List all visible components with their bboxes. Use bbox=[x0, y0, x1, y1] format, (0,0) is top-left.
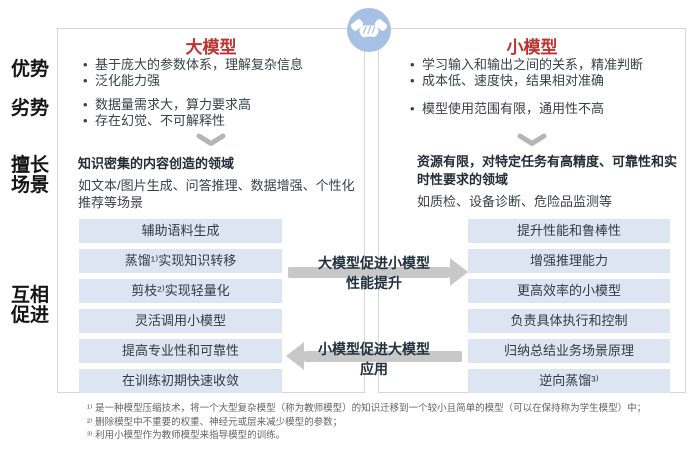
arrow-label-line: 应用 bbox=[360, 361, 388, 377]
chevron-down-icon bbox=[517, 133, 547, 147]
large-model-scenario: 知识密集的内容创造的领域 如文本/图片生成、问答推理、数据增强、个性化推荐等场景 bbox=[78, 155, 360, 211]
large-model-advantages: 基于庞大的参数体系，理解复杂信息 泛化能力强 bbox=[82, 57, 358, 89]
arrow-label-small-to-large: 小模型促进大模型 应用 bbox=[288, 339, 460, 379]
disadvantage-item: 模型使用范围有限，通用性不高 bbox=[409, 101, 679, 117]
scenario-title: 资源有限，对特定任务有高精度、可靠性和实时性要求的领域 bbox=[417, 154, 678, 187]
footnote: ³⁾ 利用小模型作为教师模型来指导模型的训练。 bbox=[87, 430, 286, 441]
small-model-advantages: 学习输入和输出之间的关系，精准判断 成本低、速度快，结果相对准确 bbox=[409, 57, 679, 89]
arrow-shaft bbox=[288, 267, 450, 278]
disadvantage-item: 数据量需求大，算力要求高 bbox=[82, 97, 358, 113]
label-disadvantages: 劣势 bbox=[11, 98, 50, 119]
small-model-disadvantages: 模型使用范围有限，通用性不高 bbox=[409, 101, 679, 117]
promotion-box: 负责具体执行和控制 bbox=[468, 309, 670, 333]
small-model-scenario: 资源有限，对特定任务有高精度、可靠性和实时性要求的领域 如质检、设备诊断、危险品… bbox=[417, 153, 681, 211]
promotion-box: 提高专业性和可靠性 bbox=[79, 339, 282, 363]
small-model-promotion-boxes: 提升性能和鲁棒性 增强推理能力 更高效率的小模型 负责具体执行和控制 归纳总结业… bbox=[468, 219, 670, 399]
promotion-box: 归纳总结业务场景原理 bbox=[468, 339, 670, 363]
promotion-box: 提升性能和鲁棒性 bbox=[468, 219, 670, 243]
promotion-box: 逆向蒸馏³⁾ bbox=[468, 369, 670, 393]
advantage-item: 成本低、速度快，结果相对准确 bbox=[409, 73, 679, 89]
promotion-box: 灵活调用小模型 bbox=[79, 309, 282, 333]
advantage-item: 学习输入和输出之间的关系，精准判断 bbox=[409, 57, 679, 73]
handshake-icon bbox=[347, 8, 391, 52]
promotion-box: 更高效率的小模型 bbox=[468, 279, 670, 303]
promotion-box: 增强推理能力 bbox=[468, 249, 670, 273]
large-model-disadvantages: 数据量需求大，算力要求高 存在幻觉、不可解释性 bbox=[82, 97, 358, 129]
arrow-head bbox=[450, 258, 468, 286]
small-model-title: 小模型 bbox=[506, 38, 558, 57]
arrow-label-line: 性能提升 bbox=[346, 275, 402, 291]
advantage-item: 基于庞大的参数体系，理解复杂信息 bbox=[82, 57, 358, 73]
promotion-box: 在训练初期快速收敛 bbox=[79, 369, 282, 393]
advantage-item: 泛化能力强 bbox=[82, 73, 358, 89]
arrow-shaft bbox=[304, 351, 462, 362]
label-best-scenarios: 擅长 场景 bbox=[11, 155, 50, 196]
large-model-promotion-boxes: 辅助语料生成 蒸馏¹⁾实现知识转移 剪枝²⁾实现轻量化 灵活调用小模型 提高专业… bbox=[79, 219, 282, 399]
arrow-label-line: 大模型促进小模型 bbox=[318, 255, 430, 271]
promotion-box: 辅助语料生成 bbox=[79, 219, 282, 243]
large-model-panel: 大模型 基于庞大的参数体系，理解复杂信息 泛化能力强 数据量需求大，算力要求高 … bbox=[57, 28, 365, 393]
label-mutual-promotion: 互相 促进 bbox=[11, 285, 50, 326]
footnotes: ¹⁾ 是一种模型压缩技术，将一个大型复杂模型（称为教师模型）的知识迁移到一个较小… bbox=[87, 402, 692, 443]
scenario-desc: 如质检、设备诊断、危险品监测等 bbox=[417, 194, 613, 209]
chevron-down-icon bbox=[196, 133, 226, 147]
arrow-label-line: 小模型促进大模型 bbox=[318, 341, 430, 357]
promotion-box: 蒸馏¹⁾实现知识转移 bbox=[79, 249, 282, 273]
arrow-head bbox=[286, 342, 304, 370]
footnote: ¹⁾ 是一种模型压缩技术，将一个大型复杂模型（称为教师模型）的知识迁移到一个较小… bbox=[87, 403, 647, 414]
disadvantage-item: 存在幻觉、不可解释性 bbox=[82, 113, 358, 129]
arrow-label-large-to-small: 大模型促进小模型 性能提升 bbox=[288, 253, 460, 293]
promotion-box: 剪枝²⁾实现轻量化 bbox=[79, 279, 282, 303]
large-model-title: 大模型 bbox=[185, 38, 237, 57]
scenario-title: 知识密集的内容创造的领域 bbox=[78, 156, 235, 171]
small-model-panel: 小模型 学习输入和输出之间的关系，精准判断 成本低、速度快，结果相对准确 模型使… bbox=[378, 28, 686, 393]
label-advantages: 优势 bbox=[11, 59, 50, 80]
footnote: ²⁾ 删除模型中不重要的权重、神经元或层来减少模型的参数； bbox=[87, 416, 343, 428]
scenario-desc: 如文本/图片生成、问答推理、数据增强、个性化推荐等场景 bbox=[78, 178, 355, 210]
